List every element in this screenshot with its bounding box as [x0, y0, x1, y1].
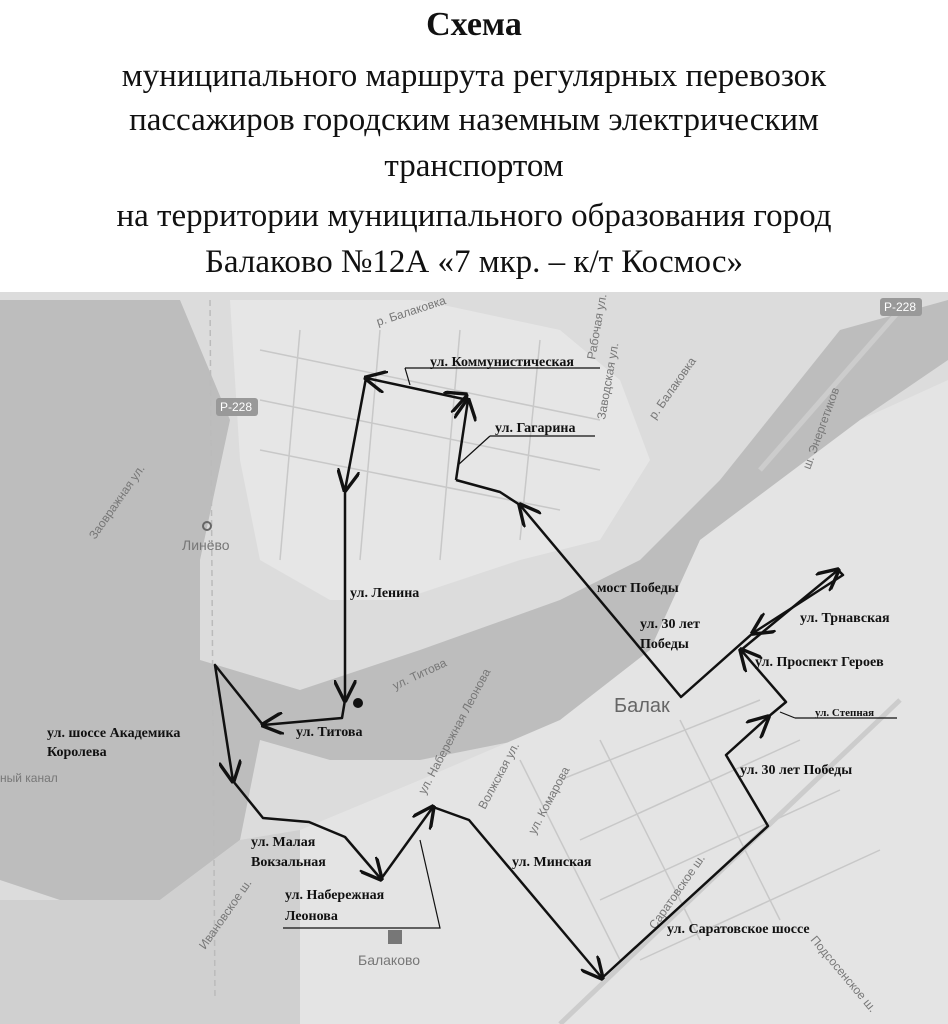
- label-titova: ул. Титова: [296, 725, 362, 740]
- title-line: транспортом: [384, 148, 564, 184]
- route-map: р. Балаковка р. Балаковка Рабочая ул. За…: [0, 292, 948, 1024]
- map-title: Схема: [426, 6, 522, 43]
- label-saratovskoe: ул. Саратовское шоссе: [667, 922, 810, 937]
- map-label: Линёво: [182, 537, 230, 553]
- label-gagarina: ул. Гагарина: [495, 421, 575, 436]
- route-line: [213, 378, 845, 978]
- label-30-let-1: ул. 30 лет: [640, 617, 700, 632]
- island: [230, 300, 650, 600]
- label-stepnaya: ул. Степная: [815, 707, 874, 719]
- label-trnavskaya: ул. Трнавская: [800, 611, 890, 626]
- label-nab-leonova: ул. Набережная: [285, 888, 385, 903]
- label-nab-leonova: Леонова: [285, 909, 338, 924]
- leader-lines: [283, 367, 897, 929]
- road-badge-label: Р-228: [220, 400, 252, 414]
- left-bank: [0, 830, 300, 1024]
- river-volga: [0, 300, 948, 900]
- label-malaya-vokzalnaya: ул. Малая: [251, 835, 316, 850]
- label-30-let-1: Победы: [640, 637, 689, 652]
- label-most-pobedy: мост Победы: [597, 581, 679, 596]
- road-badge-label: Р-228: [884, 300, 916, 314]
- title-line: муниципального маршрута регулярных перев…: [121, 58, 827, 94]
- label-lenina: ул. Ленина: [350, 586, 419, 601]
- road-badge: [880, 298, 922, 316]
- road-badge: [216, 398, 258, 416]
- label-koroleva: ул. шоссе Академика: [47, 726, 180, 741]
- title-line: пассажиров городским наземным электричес…: [129, 102, 819, 138]
- label-koroleva: Королева: [47, 745, 107, 760]
- right-bank: [300, 380, 948, 1024]
- map-label: Балаково: [358, 952, 420, 968]
- label-minskaya: ул. Минская: [512, 855, 592, 870]
- linevo-marker: [202, 521, 212, 531]
- map-label: Балак: [614, 695, 670, 717]
- label-30-let-2: ул. 30 лет Победы: [740, 763, 852, 778]
- label-prospekt-geroev: ул. Проспект Героев: [755, 655, 884, 670]
- label-malaya-vokzalnaya: Вокзальная: [251, 855, 326, 870]
- map-label: ный канал: [0, 771, 58, 785]
- title-line: Балаково №12А «7 мкр. – к/т Космос»: [204, 244, 743, 280]
- station-icon: [388, 930, 402, 944]
- title-line: на территории муниципального образования…: [116, 198, 832, 234]
- route-start-marker: [353, 698, 363, 708]
- label-kommunisticheskaya: ул. Коммунистическая: [430, 355, 574, 370]
